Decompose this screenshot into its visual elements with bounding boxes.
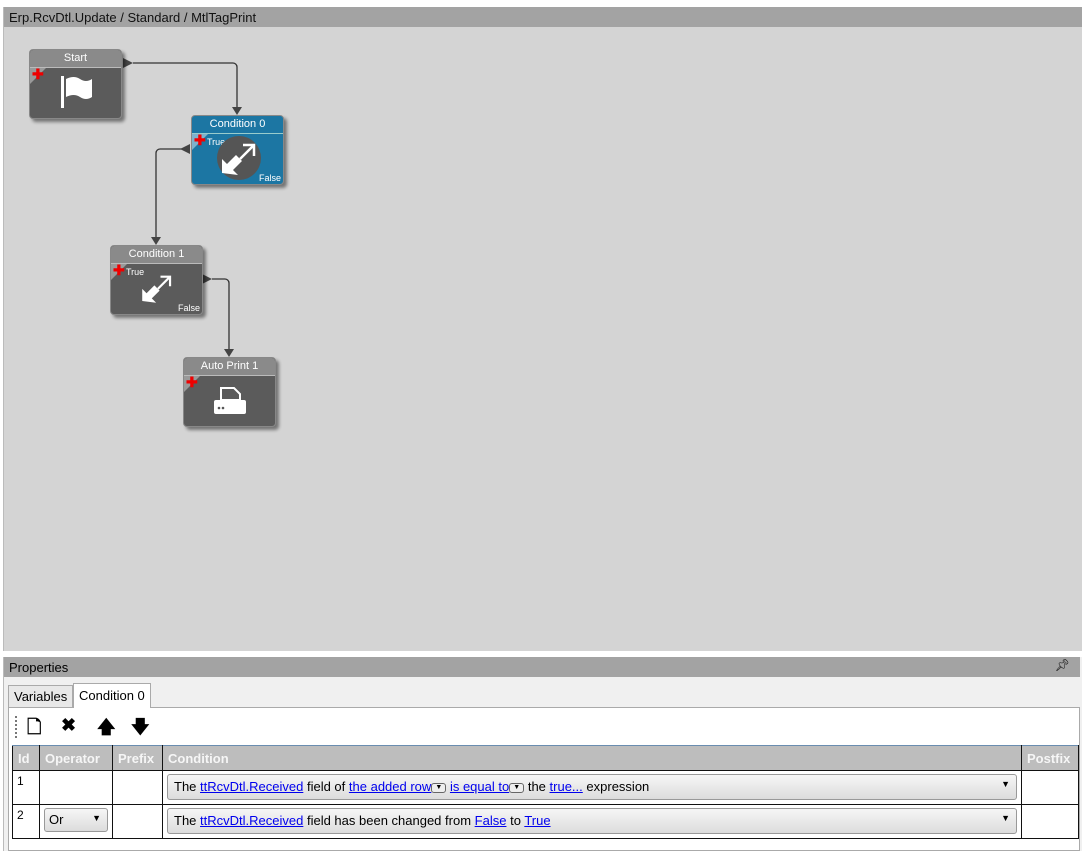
- condition-tab-body: 🗋 ✖ 🡅 🡇 Id Operator Prefix Condition Pos…: [8, 707, 1080, 851]
- col-id[interactable]: Id: [12, 745, 40, 771]
- dropdown-icon[interactable]: ▼: [431, 782, 447, 793]
- add-icon[interactable]: ✚: [194, 132, 206, 148]
- false-label: False: [177, 303, 200, 313]
- text: field of: [306, 779, 346, 794]
- properties-panel: Properties 📌︎ Variables Condition 0 🗋 ✖ …: [3, 657, 1082, 851]
- chevron-down-icon[interactable]: ▼: [1001, 779, 1010, 789]
- text: The: [174, 813, 197, 828]
- chevron-down-icon: ▼: [92, 813, 101, 823]
- new-icon[interactable]: 🗋: [27, 717, 42, 737]
- connector-start-condition0: [133, 62, 238, 109]
- add-icon[interactable]: ✚: [186, 374, 198, 390]
- connector-condition0-condition1: [155, 148, 182, 239]
- add-icon[interactable]: ✚: [32, 66, 44, 82]
- tab-variables[interactable]: Variables: [8, 685, 74, 708]
- text: expression: [586, 779, 650, 794]
- node-condition-0[interactable]: Condition 0 ✚ True False: [191, 115, 284, 185]
- col-postfix[interactable]: Postfix: [1021, 745, 1079, 771]
- chevron-down-icon[interactable]: ▼: [1001, 813, 1010, 823]
- node-title: Condition 1: [111, 246, 202, 264]
- table-row[interactable]: 2 Or ▼ The ttRcvDtl.Received field has be…: [12, 804, 1079, 839]
- breadcrumb: Erp.RcvDtl.Update / Standard / MtlTagPri…: [4, 7, 1082, 27]
- condition-arrows-icon: [217, 136, 261, 180]
- row-link[interactable]: the added row: [348, 779, 432, 794]
- row-prefix[interactable]: [112, 770, 163, 805]
- condition-arrows-icon: [141, 275, 171, 303]
- toolbar-grip: [15, 716, 17, 738]
- row-id: 2: [12, 804, 40, 839]
- text: field has been changed from: [306, 813, 472, 828]
- workflow-designer[interactable]: Erp.RcvDtl.Update / Standard / MtlTagPri…: [3, 7, 1082, 651]
- text: to: [510, 813, 521, 828]
- move-up-icon[interactable]: 🡅: [97, 717, 116, 737]
- operator-select[interactable]: Or ▼: [44, 808, 108, 832]
- to-value-link[interactable]: True: [524, 813, 551, 828]
- node-start[interactable]: Start ✚: [29, 49, 122, 119]
- condition-editor[interactable]: The ttRcvDtl.Received field has been cha…: [167, 808, 1017, 834]
- col-prefix[interactable]: Prefix: [112, 745, 163, 771]
- connector-condition1-autoprint: [212, 278, 230, 351]
- row-operator[interactable]: [39, 770, 113, 805]
- move-down-icon[interactable]: 🡇: [131, 717, 150, 737]
- node-title: Start: [30, 50, 121, 68]
- node-title: Auto Print 1: [184, 358, 275, 376]
- text: The: [174, 779, 197, 794]
- true-label: True: [126, 267, 145, 277]
- operator-value: Or: [49, 812, 64, 827]
- conditions-table: Id Operator Prefix Condition Postfix 1 T…: [12, 745, 1079, 839]
- properties-title-text: Properties: [9, 660, 69, 675]
- col-condition[interactable]: Condition: [162, 745, 1022, 771]
- expression-link[interactable]: true...: [549, 779, 583, 794]
- col-operator[interactable]: Operator: [39, 745, 113, 771]
- table-row[interactable]: 1 The ttRcvDtl.Received field of the add…: [12, 770, 1079, 805]
- true-label: True: [207, 137, 226, 147]
- comparison-link[interactable]: is equal to: [449, 779, 510, 794]
- dropdown-icon[interactable]: ▼: [509, 782, 525, 793]
- row-postfix[interactable]: [1021, 770, 1079, 805]
- false-label: False: [258, 173, 281, 183]
- field-link[interactable]: ttRcvDtl.Received: [200, 779, 304, 794]
- row-id: 1: [12, 770, 40, 805]
- delete-icon[interactable]: ✖: [61, 715, 77, 735]
- row-prefix[interactable]: [112, 804, 163, 839]
- text: the: [527, 779, 546, 794]
- row-postfix[interactable]: [1021, 804, 1079, 839]
- node-auto-print-1[interactable]: Auto Print 1 ✚: [183, 357, 276, 427]
- node-condition-1[interactable]: Condition 1 ✚ True False: [110, 245, 203, 315]
- condition-editor[interactable]: The ttRcvDtl.Received field of the added…: [167, 774, 1017, 800]
- add-icon[interactable]: ✚: [113, 262, 125, 278]
- from-value-link[interactable]: False: [474, 813, 507, 828]
- pin-icon[interactable]: 📌︎: [1054, 658, 1070, 672]
- connectors: [123, 58, 242, 357]
- properties-title: Properties 📌︎: [4, 657, 1080, 677]
- flag-icon: [60, 76, 92, 108]
- tab-condition-0[interactable]: Condition 0: [73, 683, 151, 708]
- printer-icon: [213, 387, 246, 414]
- field-link[interactable]: ttRcvDtl.Received: [200, 813, 304, 828]
- node-title: Condition 0: [192, 116, 283, 134]
